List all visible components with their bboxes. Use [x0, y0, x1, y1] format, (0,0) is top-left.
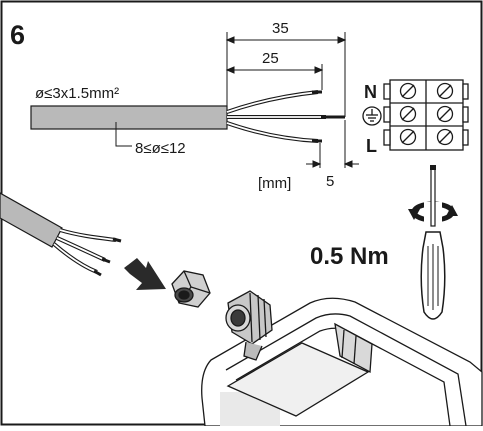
- dimension-5: 5: [326, 173, 334, 190]
- conductor-spec-label: ø≤3x1.5mm²: [35, 85, 119, 102]
- dimension-35: 35: [272, 20, 289, 37]
- torque-label: 0.5 Nm: [310, 243, 389, 270]
- terminal-block: [383, 79, 469, 151]
- terminal-screws: [399, 82, 454, 146]
- cable-strip-diagram: [30, 90, 345, 143]
- step-number: 6: [10, 20, 25, 50]
- cable-gland: [225, 290, 273, 361]
- diameter-leader-line: [115, 122, 132, 147]
- diameter-range-label: 8≤ø≤12: [135, 140, 186, 157]
- screwdriver-icon: [420, 165, 446, 320]
- cable-lower: [0, 192, 122, 277]
- dimension-unit: [mm]: [258, 175, 291, 192]
- terminal-label-neutral: N: [364, 82, 377, 102]
- terminal-label-line: L: [366, 136, 377, 156]
- dimension-lines: [225, 32, 359, 168]
- ground-symbol-icon: [362, 106, 382, 126]
- cable-sheath: [30, 105, 228, 130]
- arrow-right-icon: [124, 258, 166, 290]
- dimension-25: 25: [262, 50, 279, 67]
- gland-nut: [171, 270, 211, 308]
